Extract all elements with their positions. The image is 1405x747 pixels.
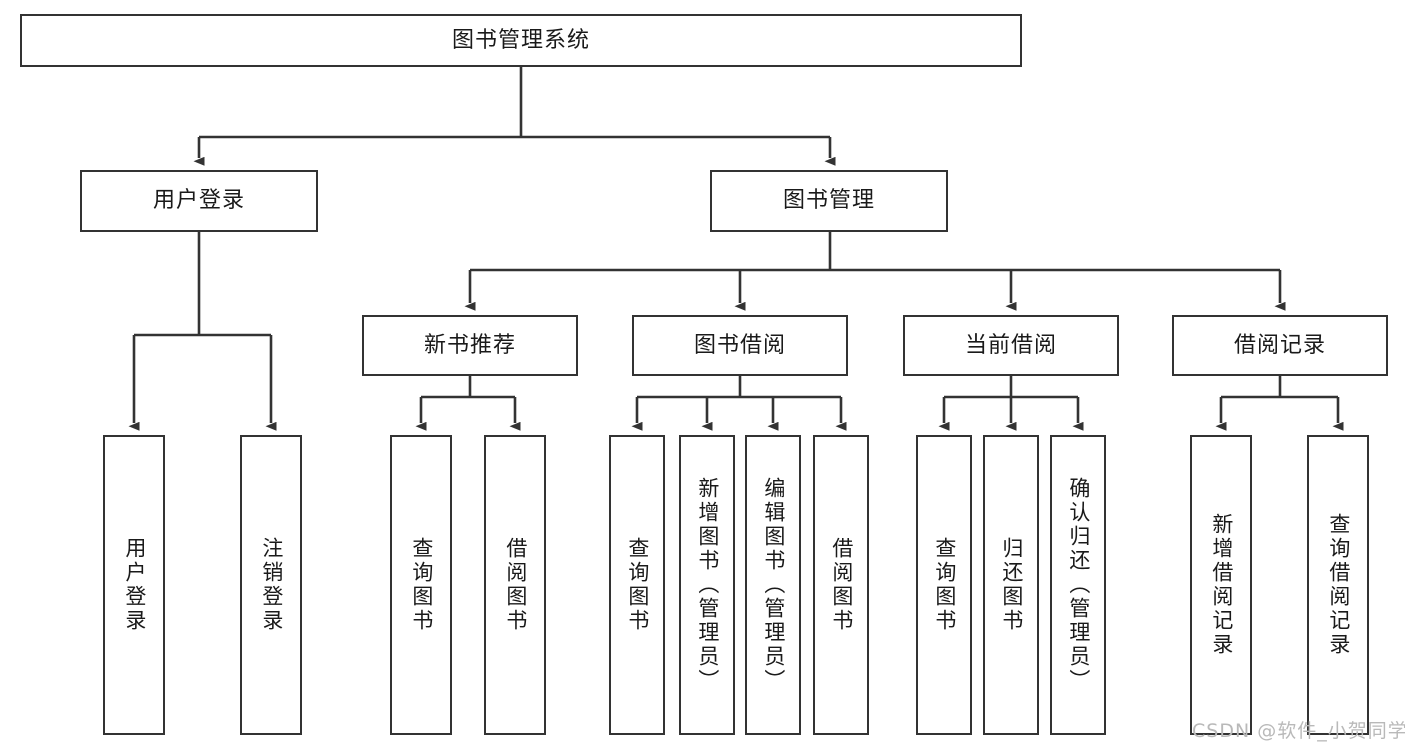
node-label: 新书推荐: [423, 332, 516, 358]
leaf-query-book-recommend[interactable]: 查询图书: [390, 435, 452, 735]
node-borrow-record[interactable]: 借阅记录: [1172, 315, 1388, 376]
node-label: 查询借阅记录: [1326, 513, 1351, 657]
leaf-query-borrow-record[interactable]: 查询借阅记录: [1307, 435, 1369, 735]
leaf-return-book[interactable]: 归还图书: [983, 435, 1039, 735]
node-label: 借阅图书: [503, 537, 528, 633]
leaf-add-borrow-record[interactable]: 新增借阅记录: [1190, 435, 1252, 735]
node-label: 查询图书: [625, 537, 650, 633]
node-label: 图书管理系统: [451, 27, 590, 53]
leaf-query-book-borrow[interactable]: 查询图书: [609, 435, 665, 735]
node-book-management[interactable]: 图书管理: [710, 170, 948, 232]
node-label: 借阅图书: [829, 537, 854, 633]
node-label: 新增借阅记录: [1209, 513, 1234, 657]
node-label: 编辑图书（管理员）: [761, 477, 786, 693]
leaf-confirm-return-admin[interactable]: 确认归还（管理员）: [1050, 435, 1106, 735]
node-user-login[interactable]: 用户登录: [80, 170, 318, 232]
node-root[interactable]: 图书管理系统: [20, 14, 1022, 67]
leaf-borrow-book-recommend[interactable]: 借阅图书: [484, 435, 546, 735]
node-label: 新增图书（管理员）: [695, 477, 720, 693]
node-book-borrow[interactable]: 图书借阅: [632, 315, 848, 376]
leaf-query-book-current[interactable]: 查询图书: [916, 435, 972, 735]
leaf-logout[interactable]: 注销登录: [240, 435, 302, 735]
leaf-user-login[interactable]: 用户登录: [103, 435, 165, 735]
node-label: 图书管理: [782, 188, 875, 214]
node-label: 用户登录: [152, 188, 245, 214]
csdn-watermark: CSDN @软件_小贺同学: [1192, 720, 1405, 742]
node-label: 借阅记录: [1233, 332, 1326, 358]
node-label: 当前借阅: [964, 332, 1057, 358]
node-label: 用户登录: [122, 537, 147, 633]
leaf-edit-book-admin[interactable]: 编辑图书（管理员）: [745, 435, 801, 735]
node-label: 注销登录: [259, 537, 284, 633]
leaf-add-book-admin[interactable]: 新增图书（管理员）: [679, 435, 735, 735]
node-current-borrow[interactable]: 当前借阅: [903, 315, 1119, 376]
node-new-book-recommend[interactable]: 新书推荐: [362, 315, 578, 376]
node-label: 图书借阅: [693, 332, 786, 358]
node-label: 查询图书: [409, 537, 434, 633]
node-label: 归还图书: [999, 537, 1024, 633]
node-label: 确认归还（管理员）: [1066, 477, 1091, 693]
node-label: 查询图书: [932, 537, 957, 633]
leaf-borrow-book[interactable]: 借阅图书: [813, 435, 869, 735]
